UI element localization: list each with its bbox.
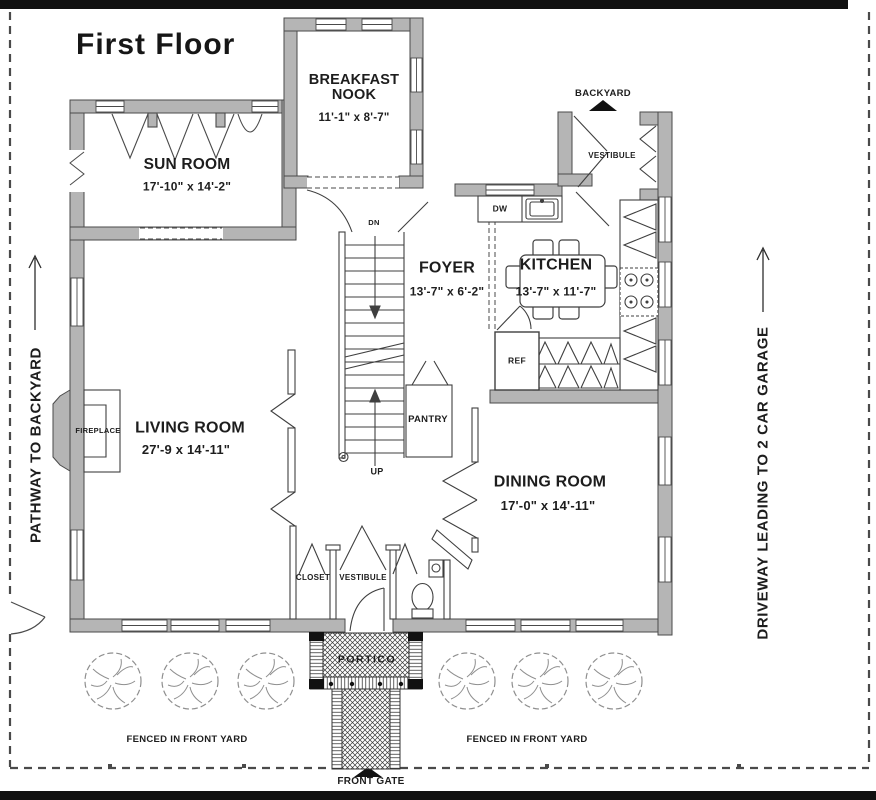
tree-icon [161,652,219,710]
fireplace [83,389,121,473]
tree-icon [84,652,142,710]
pathway-label: PATHWAY TO BACKYARD [27,347,45,543]
driveway-arrow-icon [756,246,770,312]
fence-posts [108,764,741,768]
refrigerator-label: REF [508,355,526,366]
dining-entry-doors [431,407,479,570]
room-dims-living-room: 27'-9 x 14'-11" [141,442,231,458]
room-label-breakfast-nook: BREAKFAST NOOK [308,71,400,103]
front-walkway [331,688,401,770]
room-label-sun-room: SUN ROOM [143,155,231,173]
entry-hall-rooms [298,524,451,632]
front-gate-arrow-icon [354,767,382,777]
tree-icon [585,652,643,710]
living-room-openings [270,349,297,620]
room-dims-kitchen: 13'-7" x 11'-7" [515,284,597,299]
stairs-down-label: DN [368,218,380,228]
stove [619,267,659,317]
driveway-label: DRIVEWAY LEADING TO 2 CAR GARAGE [754,326,772,640]
sun-room-doors [68,112,263,192]
bath-fixtures [411,559,444,619]
tree-icon [237,652,295,710]
kitchen-table [505,239,618,320]
dishwasher-label: DW [492,203,508,214]
backyard-arrow-icon [589,100,617,111]
side-gate-icon [10,601,46,635]
front-door-arc [349,587,385,632]
tree-icon [511,652,569,710]
pantry-room [405,360,453,458]
vestibule-top-label: VESTIBULE [588,150,636,160]
room-dims-breakfast-nook: 11'-1" x 8'-7" [318,111,390,124]
backyard-vestibule-doors [573,115,657,227]
refrigerator-box [494,331,540,391]
room-dims-foyer: 13'-7" x 6'-2" [409,284,485,299]
tree-icon [438,652,496,710]
windows [70,18,672,632]
toilet [411,582,434,612]
room-label-kitchen: KITCHEN [519,256,593,274]
kitchen-fixtures [477,195,659,391]
closet-label: CLOSET [295,572,331,582]
fireplace-label: FIREPLACE [75,426,121,436]
backyard-label: BACKYARD [575,88,631,100]
stairs-up-label: UP [370,466,384,477]
fenced-front-yard-right-label: FENCED IN FRONT YARD [466,734,588,746]
fence-lines [8,12,871,770]
room-label-dining-room: DINING ROOM [493,473,607,491]
page-title: First Floor [76,28,236,61]
stairs [306,189,429,466]
pantry-label: PANTRY [408,414,448,426]
fireplace-chimney [52,389,71,472]
pathway-arrow-icon [28,254,42,330]
room-dims-sun-room: 17'-10" x 14'-2" [142,179,232,194]
portico-columns [309,632,423,689]
vestibule-bottom-label: VESTIBULE [339,572,387,582]
open-passages [139,176,496,332]
room-dims-dining-room: 17'-0" x 14'-11" [500,498,596,514]
exterior-walls [52,17,673,636]
portico-label: PORTICO [337,653,397,666]
room-label-living-room: LIVING ROOM [135,419,245,437]
room-label-foyer: FOYER [418,259,476,277]
fenced-front-yard-left-label: FENCED IN FRONT YARD [126,734,248,746]
front-gate-label: FRONT GATE [337,775,405,787]
